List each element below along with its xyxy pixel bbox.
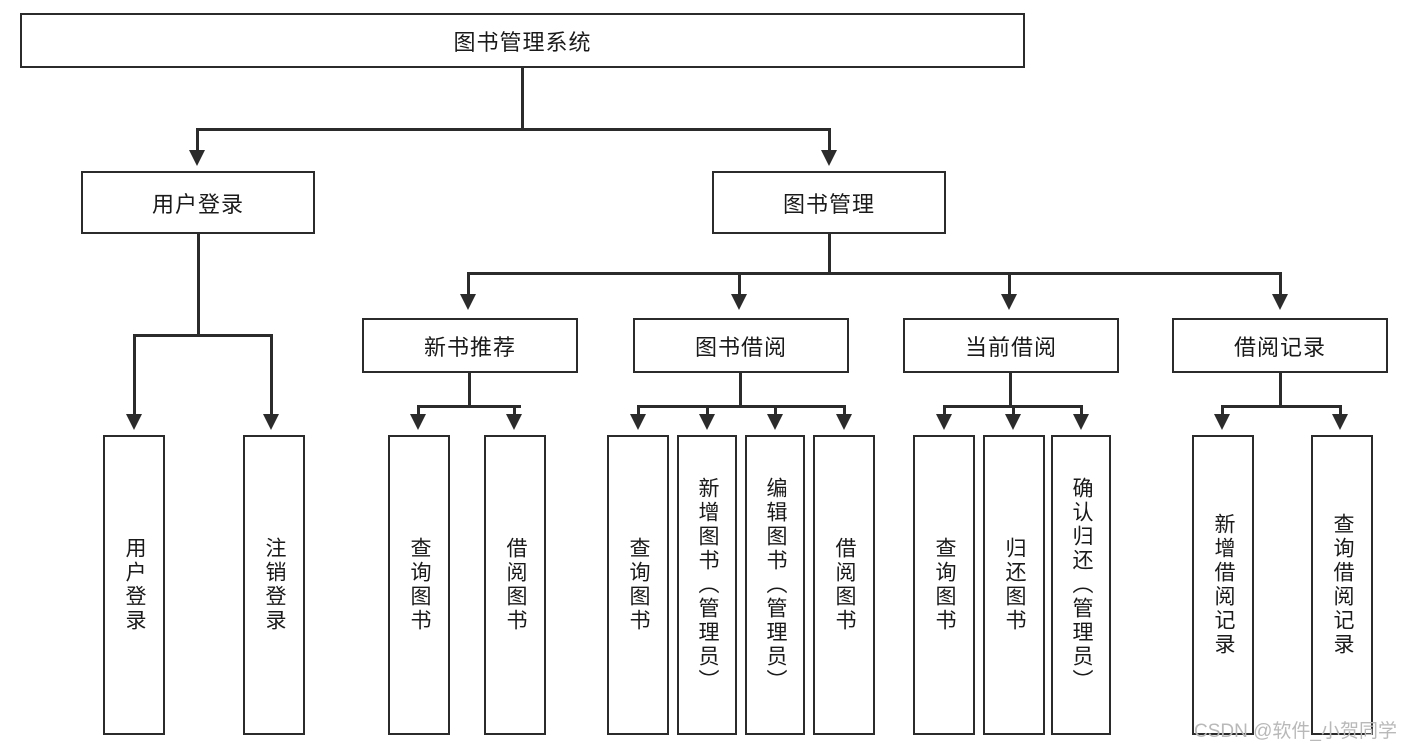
edge-user-login-to-logout (270, 334, 273, 417)
leaf-node[interactable]: 借阅图书 (813, 435, 875, 735)
edge-current-to-query (943, 405, 946, 417)
arrow-bm-to-current (1001, 294, 1017, 310)
edge-user-login-split-bar (133, 334, 271, 337)
node-root-book-management-system[interactable]: 图书管理系统 (20, 13, 1025, 68)
node-label: 注销登录 (263, 537, 287, 633)
node-user-login[interactable]: 用户登录 (81, 171, 315, 234)
arrow-current-to-query (936, 414, 952, 430)
edge-new-book-to-borrow (513, 405, 516, 417)
node-new-book-recommendation[interactable]: 新书推荐 (362, 318, 578, 373)
edge-new-book-to-query (417, 405, 420, 417)
edge-bm-to-records (1279, 272, 1282, 296)
edge-borrowing-split-bar (637, 405, 845, 408)
edge-borrowing-to-add (706, 405, 709, 417)
arrow-root-to-user-login (189, 150, 205, 166)
node-current-borrowing[interactable]: 当前借阅 (903, 318, 1119, 373)
arrow-borrowing-to-borrow (836, 414, 852, 430)
arrow-bm-to-records (1272, 294, 1288, 310)
node-label: 借阅图书 (833, 537, 857, 633)
edge-current-to-confirm (1080, 405, 1083, 417)
leaf-node[interactable]: 注销登录 (243, 435, 305, 735)
edge-current-stem (1009, 373, 1012, 407)
leaf-node[interactable]: 新增图书（管理员） (677, 435, 737, 735)
node-label: 归还图书 (1003, 537, 1027, 633)
node-label: 新增图书（管理员） (696, 477, 720, 693)
leaf-node[interactable]: 查询借阅记录 (1311, 435, 1373, 735)
leaf-node[interactable]: 借阅图书 (484, 435, 546, 735)
edge-root-to-book-management (828, 128, 831, 153)
node-book-management[interactable]: 图书管理 (712, 171, 946, 234)
leaf-node[interactable]: 查询图书 (607, 435, 669, 735)
node-label: 新增借阅记录 (1212, 513, 1236, 657)
arrow-records-to-query (1332, 414, 1348, 430)
edge-book-management-split-bar (467, 272, 1282, 275)
node-label: 用户登录 (123, 537, 147, 633)
edge-new-book-split-bar (417, 405, 521, 408)
edge-root-to-user-login (196, 128, 199, 153)
node-label: 借阅图书 (504, 537, 528, 633)
edge-borrowing-to-borrow (843, 405, 846, 417)
node-label: 当前借阅 (964, 334, 1057, 360)
node-label: 借阅记录 (1233, 334, 1326, 360)
edge-current-to-return (1012, 405, 1015, 417)
node-label: 查询借阅记录 (1331, 513, 1355, 657)
edge-book-management-stem (828, 234, 831, 274)
edge-bm-to-new-book (467, 272, 470, 296)
edge-bm-to-borrow (738, 272, 741, 296)
arrow-bm-to-new-book (460, 294, 476, 310)
edge-borrowing-to-edit (774, 405, 777, 417)
edge-records-to-query (1339, 405, 1342, 417)
node-label: 图书管理 (782, 191, 875, 217)
leaf-node[interactable]: 确认归还（管理员） (1051, 435, 1111, 735)
arrow-root-to-book-management (821, 150, 837, 166)
edge-bm-to-current (1008, 272, 1011, 296)
node-label: 图书管理系统 (453, 29, 592, 55)
node-label: 查询图书 (627, 537, 651, 633)
leaf-node[interactable]: 归还图书 (983, 435, 1045, 735)
arrow-borrowing-to-edit (767, 414, 783, 430)
node-label: 查询图书 (408, 537, 432, 633)
arrow-user-login-to-logout (263, 414, 279, 430)
leaf-node[interactable]: 新增借阅记录 (1192, 435, 1254, 735)
arrow-borrowing-to-query (630, 414, 646, 430)
edge-user-login-stem (197, 234, 200, 337)
node-label: 图书借阅 (694, 334, 787, 360)
arrow-user-login-to-login (126, 414, 142, 430)
arrow-bm-to-borrow (731, 294, 747, 310)
arrow-new-book-to-query (410, 414, 426, 430)
arrow-new-book-to-borrow (506, 414, 522, 430)
arrow-current-to-return (1005, 414, 1021, 430)
arrow-current-to-confirm (1073, 414, 1089, 430)
edge-borrowing-to-query (637, 405, 640, 417)
edge-root-stem (521, 68, 524, 130)
node-label: 用户登录 (151, 191, 244, 217)
leaf-node[interactable]: 用户登录 (103, 435, 165, 735)
node-label: 查询图书 (933, 537, 957, 633)
node-label: 确认归还（管理员） (1070, 477, 1094, 693)
edge-new-book-stem (468, 373, 471, 407)
edge-records-stem (1279, 373, 1282, 407)
edge-records-split-bar (1221, 405, 1341, 408)
edge-user-login-to-login (133, 334, 136, 417)
node-borrowing-records[interactable]: 借阅记录 (1172, 318, 1388, 373)
node-label: 新书推荐 (423, 334, 516, 360)
leaf-node[interactable]: 编辑图书（管理员） (745, 435, 805, 735)
node-book-borrowing[interactable]: 图书借阅 (633, 318, 849, 373)
edge-borrowing-stem (739, 373, 742, 407)
edge-records-to-add (1221, 405, 1224, 417)
arrow-records-to-add (1214, 414, 1230, 430)
leaf-node[interactable]: 查询图书 (388, 435, 450, 735)
node-label: 编辑图书（管理员） (764, 477, 788, 693)
arrow-borrowing-to-add (699, 414, 715, 430)
leaf-node[interactable]: 查询图书 (913, 435, 975, 735)
watermark-text: CSDN @软件_小贺同学 (1194, 721, 1397, 742)
edge-root-split-bar (196, 128, 831, 131)
